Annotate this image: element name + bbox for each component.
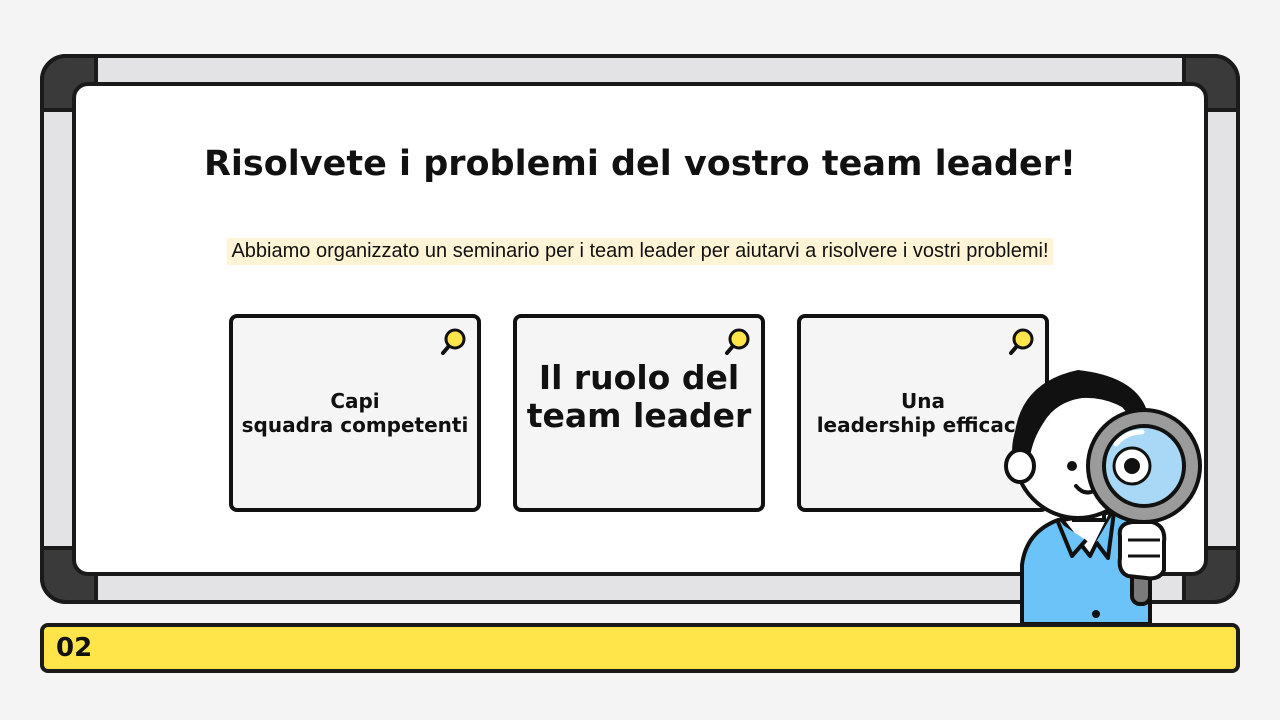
card-line: Il ruolo del: [538, 358, 740, 397]
card-line: Una: [901, 389, 945, 413]
person-with-magnifier-illustration: [1004, 370, 1202, 624]
card-line: Capi: [330, 389, 380, 413]
magnifier-icon: [725, 328, 750, 355]
card-line: squadra competenti: [241, 413, 469, 437]
slide-subtitle: Abbiamo organizzato un seminario per i t…: [227, 238, 1053, 265]
slide-title: Risolvete i problemi del vostro team lea…: [203, 144, 1076, 184]
card-line: team leader: [526, 396, 752, 435]
page-number: 02: [56, 633, 93, 663]
subtitle-container: Abbiamo organizzato un seminario per i t…: [0, 238, 1280, 265]
magnifier-icon: [441, 328, 466, 355]
footer-bar: 02: [40, 623, 1240, 673]
card-line: leadership efficace: [816, 413, 1030, 437]
magnifier-icon: [1009, 328, 1034, 355]
